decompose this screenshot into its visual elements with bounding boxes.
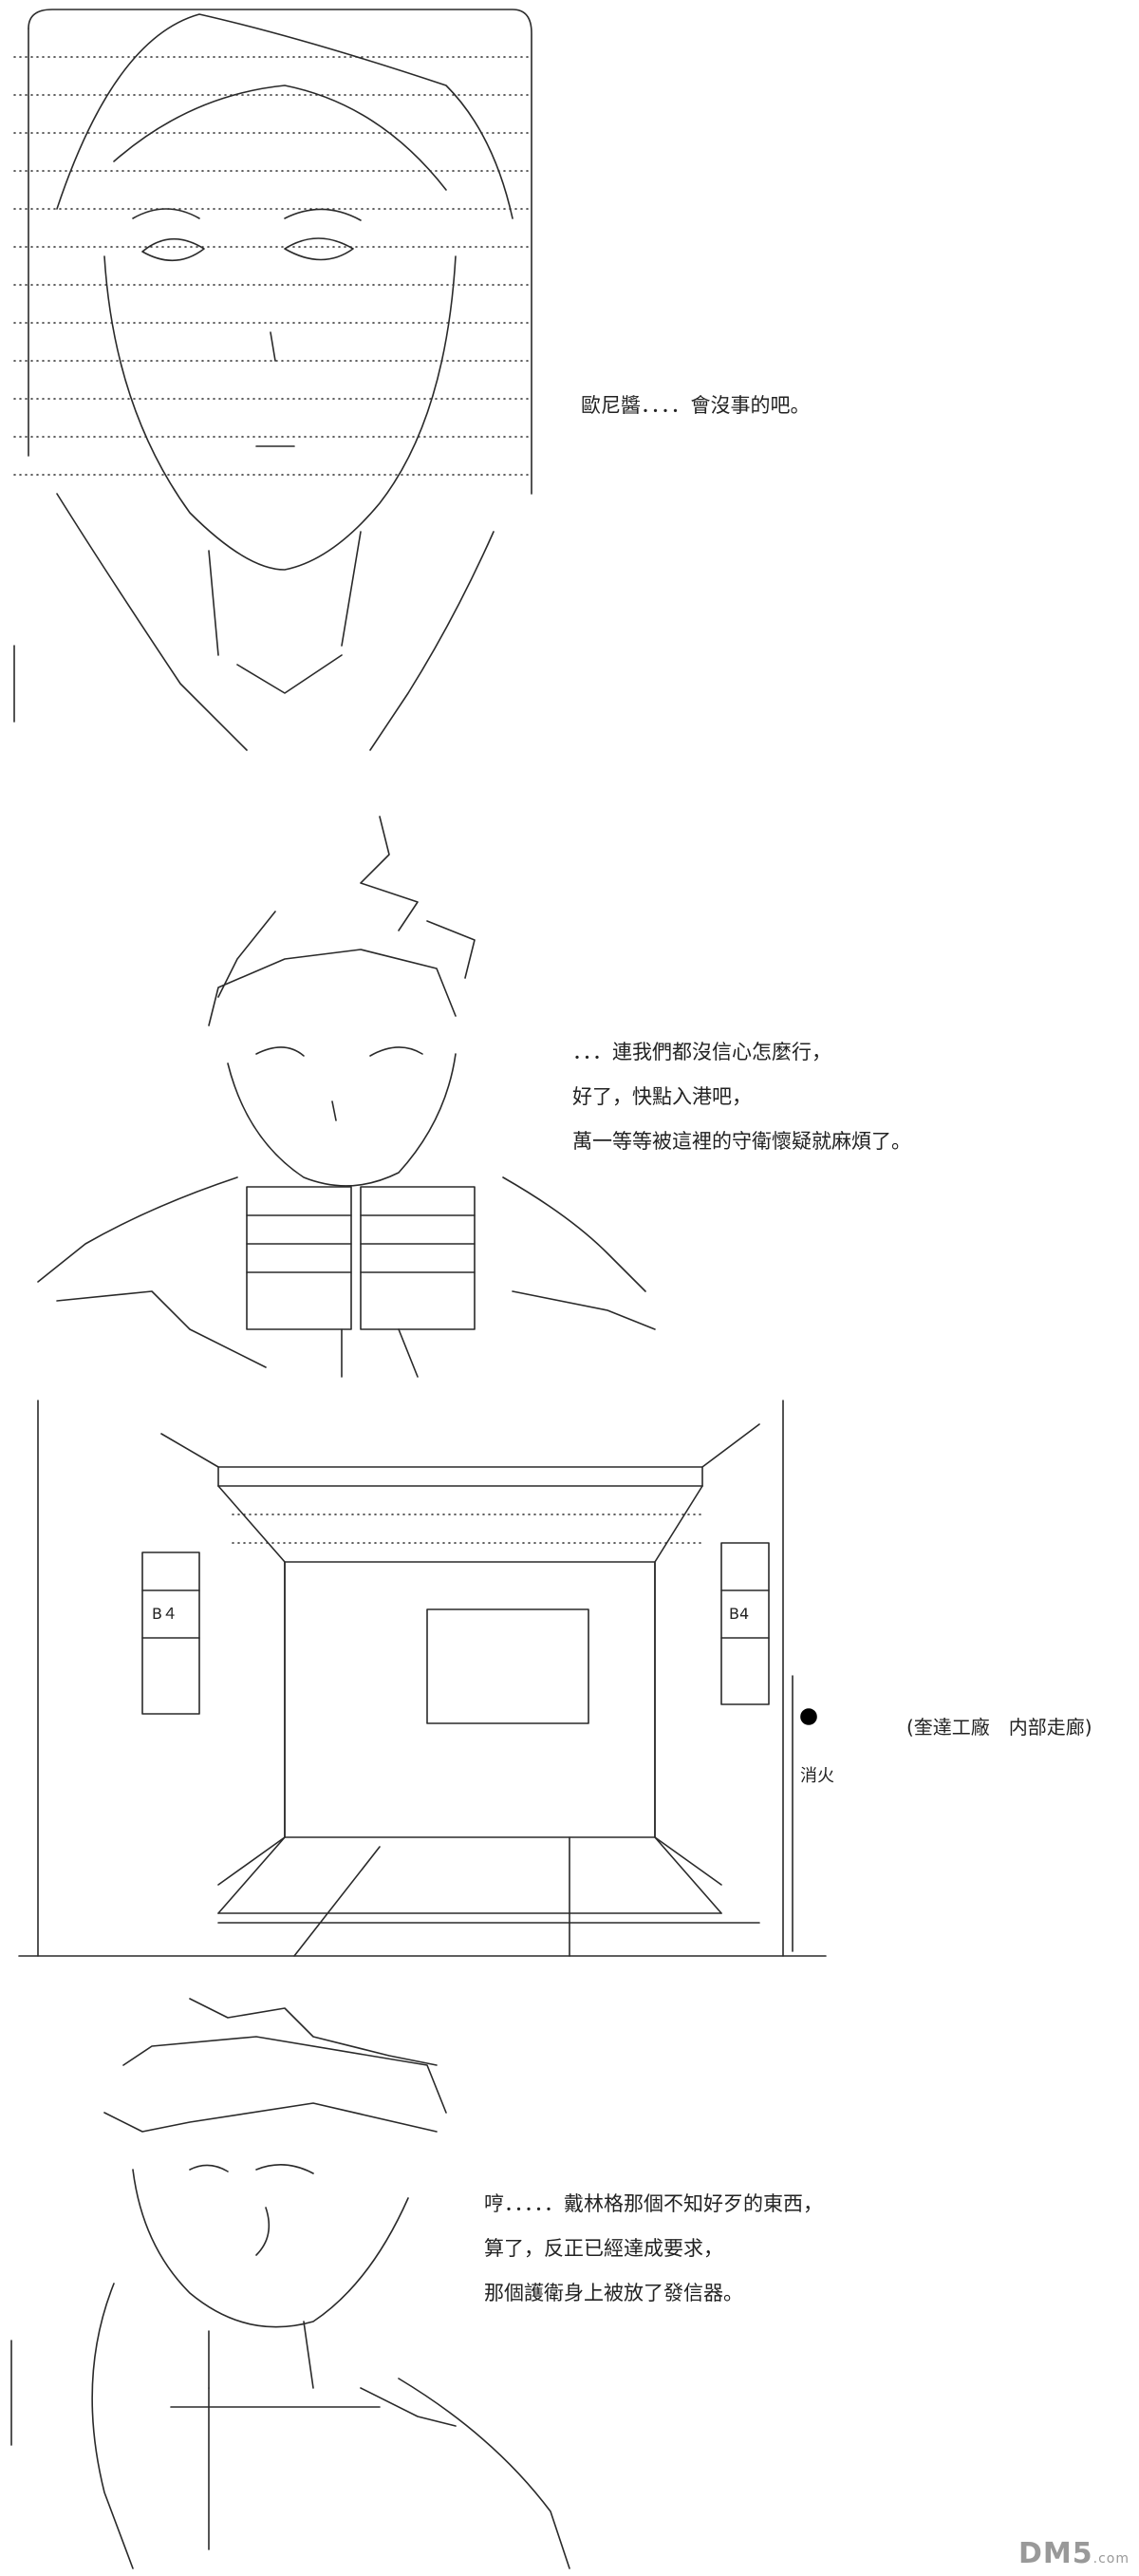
panel-4-artwork bbox=[10, 1998, 570, 2569]
dialogue-text: ．．．連我們都沒信心怎麼行， 好了，快點入港吧， 萬一等等被這裡的守衛懷疑就麻煩… bbox=[572, 1030, 911, 1164]
panel-1: 歐尼醬．．．．會沒事的吧。 bbox=[0, 0, 1139, 788]
dialogue-line-1: ．．．連我們都沒信心怎麼行， bbox=[572, 1041, 831, 1063]
location-caption: (奎達工廠 内部走廊) bbox=[906, 1716, 1092, 1739]
dialogue-line-2: 算了，反正已經達成要求， bbox=[484, 2237, 723, 2260]
dialogue-text: 歐尼醬．．．．會沒事的吧。 bbox=[581, 384, 811, 428]
door-mark-right: B4 bbox=[729, 1605, 750, 1623]
dialogue-line-2: 好了，快點入港吧， bbox=[572, 1085, 752, 1108]
panel-3: B４ B4 消火 (奎達工廠 内部走廊) bbox=[0, 1391, 1139, 1980]
dialogue-line-1: 哼．．．．．戴林格那個不知好歹的東西， bbox=[484, 2192, 823, 2215]
watermark-brand: DM5 bbox=[1018, 2537, 1093, 2570]
site-watermark: DM5.com bbox=[1018, 2537, 1130, 2570]
panel-2: ．．．連我們都沒信心怎麼行， 好了，快點入港吧， 萬一等等被這裡的守衛懷疑就麻煩… bbox=[0, 798, 1139, 1386]
dialogue-line-3: 那個護衛身上被放了發信器。 bbox=[484, 2282, 743, 2304]
panel-2-artwork bbox=[37, 816, 656, 1378]
dialogue-text: 哼．．．．．戴林格那個不知好歹的東西， 算了，反正已經達成要求， 那個護衛身上被… bbox=[484, 2182, 823, 2316]
dialogue-line-1: 歐尼醬．．．．會沒事的吧。 bbox=[581, 394, 811, 417]
panel-1-artwork bbox=[13, 9, 532, 751]
panel-3-artwork bbox=[18, 1400, 827, 1957]
panel-4: 哼．．．．．戴林格那個不知好歹的東西， 算了，反正已經達成要求， 那個護衛身上被… bbox=[0, 1980, 1139, 2576]
fire-extinguisher-sign: 消火 bbox=[800, 1766, 834, 1786]
door-mark-left: B４ bbox=[152, 1605, 177, 1623]
dialogue-line-3: 萬一等等被這裡的守衛懷疑就麻煩了。 bbox=[572, 1130, 911, 1153]
watermark-suffix: .com bbox=[1092, 2551, 1130, 2567]
